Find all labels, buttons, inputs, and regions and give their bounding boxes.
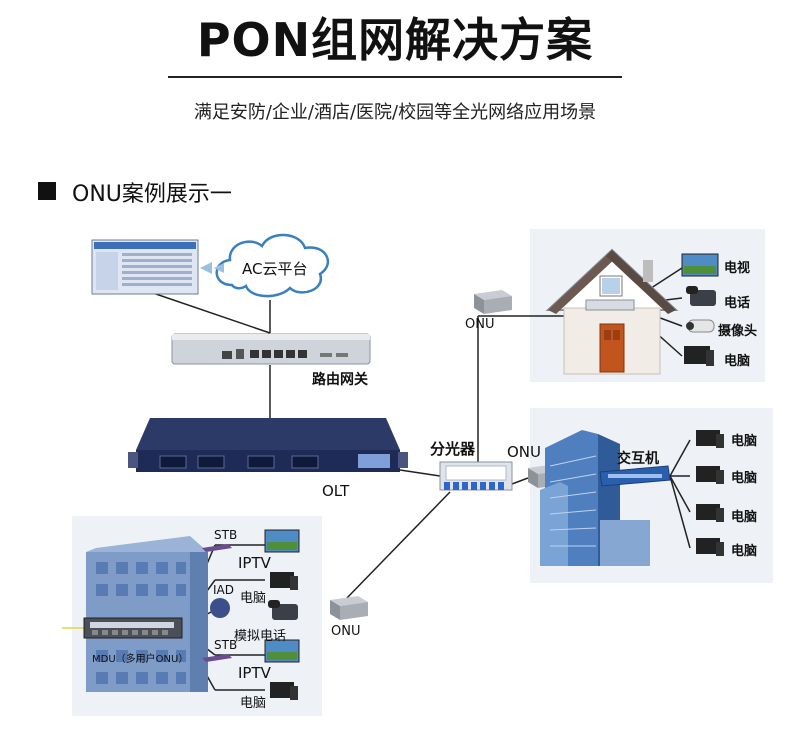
home-phone-icon (686, 286, 716, 306)
analog-phone-label: 模拟电话 (234, 629, 287, 644)
office-pc-icon-4 (696, 538, 724, 556)
dashboard-monitor (91, 239, 199, 295)
splitter-label: 分光器 (430, 440, 476, 458)
office-pc-label-1: 电脑 (731, 434, 758, 449)
iad-device-icon (210, 598, 230, 618)
stb-device-icon-2 (202, 654, 232, 662)
router-label: 路由网关 (312, 372, 368, 388)
section-title: ONU案例展示一 (72, 182, 232, 207)
mdu-label: MDU（多用户ONU） (92, 654, 189, 665)
office-pc-icon-3 (696, 504, 724, 522)
home-tv-label: 电视 (724, 261, 751, 276)
iptv-label-2: IPTV (238, 664, 271, 682)
home-camera-icon (686, 319, 715, 333)
analog-phone-icon (268, 600, 298, 620)
olt-label: OLT (322, 482, 350, 500)
splitter-device (439, 461, 513, 491)
office-pc-label-3: 电脑 (731, 510, 758, 525)
mdu-pc-icon-2 (270, 682, 298, 700)
olt-device (128, 418, 408, 472)
home-pc-icon (684, 346, 714, 366)
mdu-iptv-icon-1 (264, 529, 300, 553)
house-illustration (545, 248, 679, 375)
cloud-label: AC云平台 (242, 260, 308, 278)
onu-home-device (474, 290, 512, 314)
onu-office-label: ONU (507, 443, 542, 461)
mdu-iptv-icon-2 (264, 639, 300, 663)
signal-arrows-icon (200, 262, 224, 274)
office-building-illustration (540, 430, 650, 566)
mdu-pc-label-1: 电脑 (240, 591, 267, 606)
switch-device (599, 465, 671, 487)
router-gateway-device (171, 333, 371, 365)
iad-label: IAD (213, 583, 234, 597)
home-phone-label: 电话 (724, 296, 751, 311)
cloud-icon (215, 233, 330, 298)
page-subtitle: 满足安防/企业/酒店/医院/校园等全光网络应用场景 (193, 102, 597, 123)
mdu-pc-label-2: 电脑 (240, 696, 267, 711)
stb-label-2: STB (214, 638, 238, 652)
office-pc-icon-2 (696, 466, 724, 484)
title-divider (168, 76, 622, 78)
mdu-building-illustration (86, 536, 208, 692)
page-title: PON组网解决方案 (196, 13, 594, 67)
switch-label: 交互机 (617, 451, 659, 467)
mdu-device (83, 617, 183, 639)
iptv-label-1: IPTV (238, 554, 271, 572)
stb-device-icon-1 (202, 544, 232, 552)
onu-mdu-device (330, 596, 368, 620)
onu-home-label: ONU (465, 317, 495, 332)
home-pc-label: 电脑 (724, 354, 751, 369)
office-pc-icon-1 (696, 430, 724, 448)
onu-mdu-label: ONU (331, 624, 361, 639)
mdu-pc-icon-1 (270, 572, 298, 590)
home-tv-icon (681, 253, 719, 277)
stb-label-1: STB (214, 528, 238, 542)
section-bullet-icon (38, 182, 56, 200)
home-camera-label: 摄像头 (718, 324, 758, 339)
office-pc-label-2: 电脑 (731, 471, 758, 486)
office-pc-label-4: 电脑 (731, 544, 758, 559)
